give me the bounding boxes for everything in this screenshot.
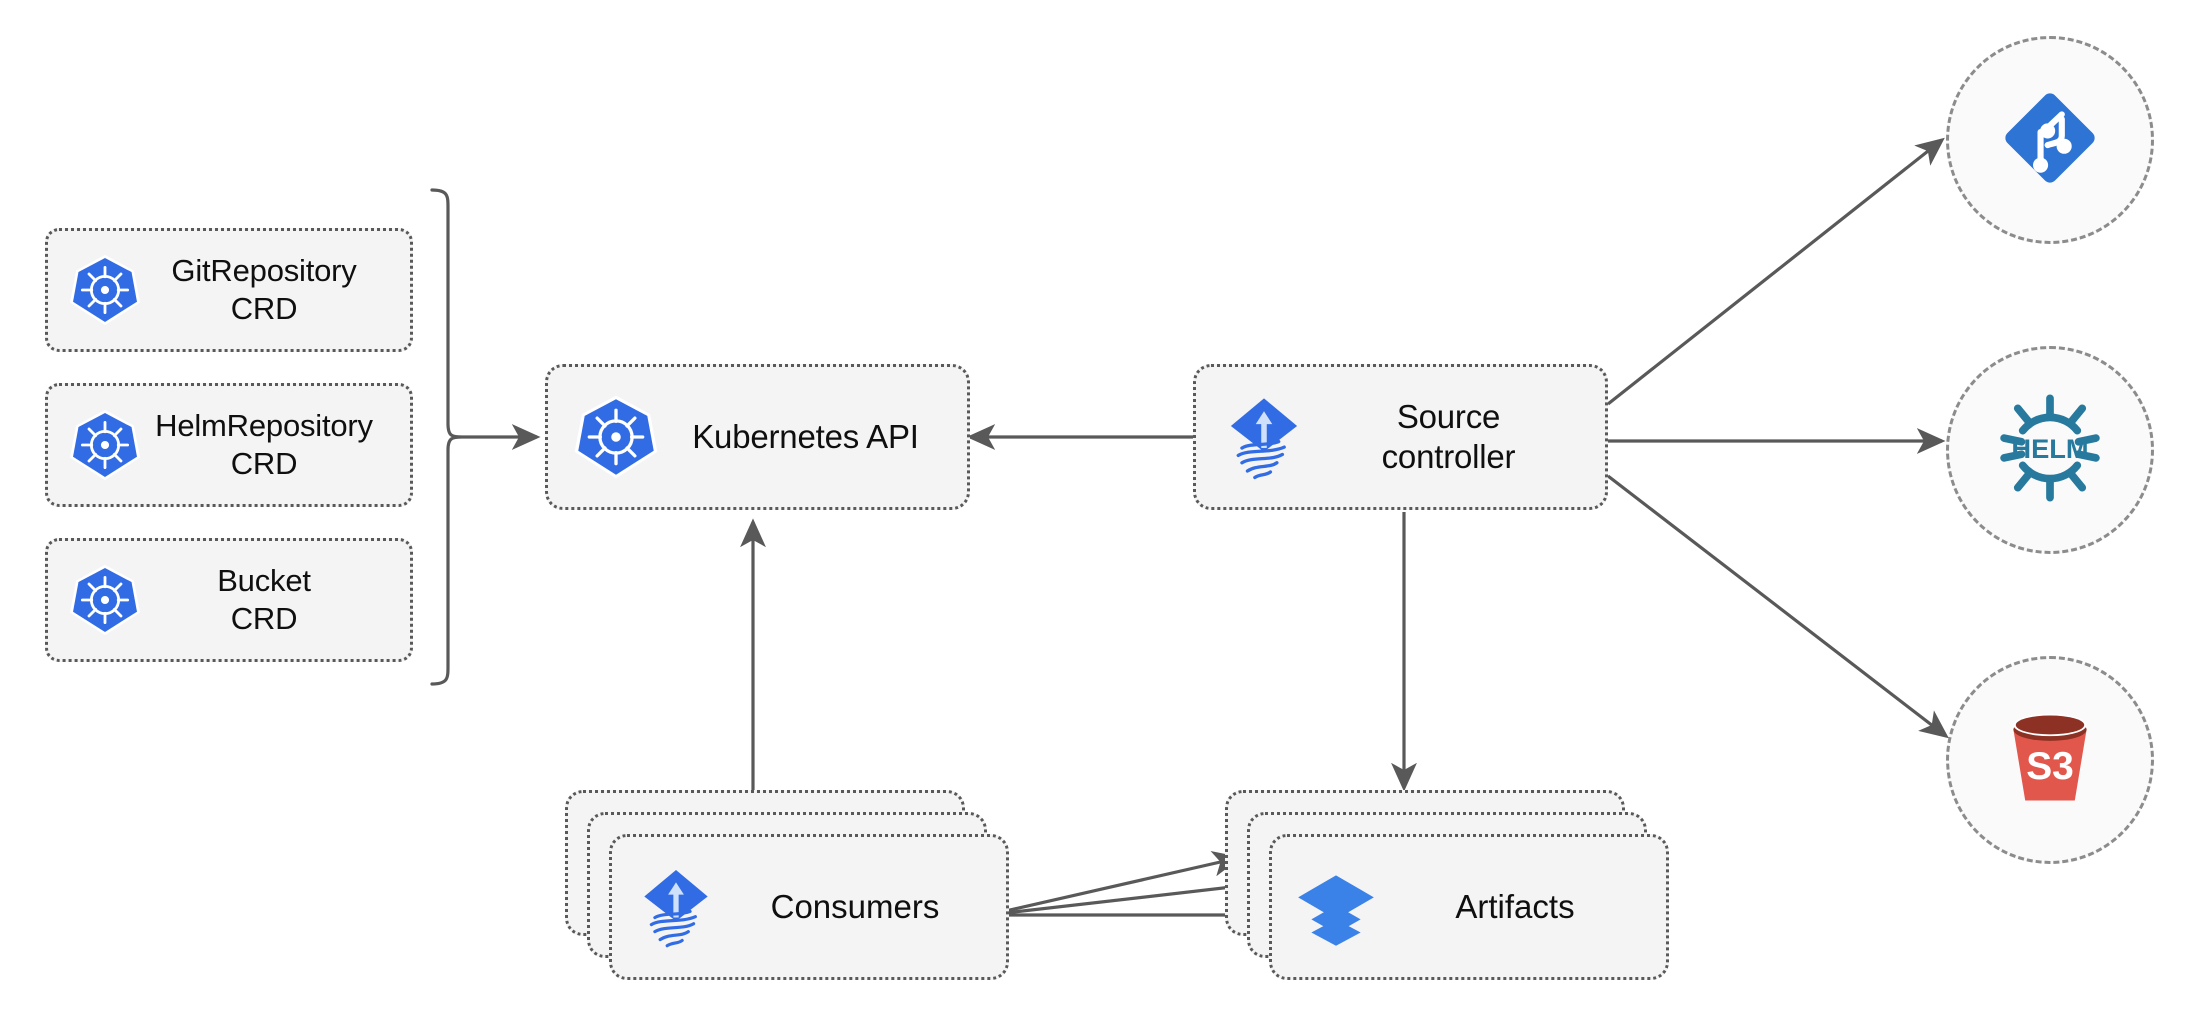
helm-icon: HELM <box>1988 386 2112 515</box>
source-circle-git[interactable] <box>1946 36 2154 244</box>
node-consumers[interactable]: Consumers <box>565 790 1033 1002</box>
node-kubernetes-api[interactable]: Kubernetes API <box>545 364 970 510</box>
kubernetes-icon <box>66 561 144 639</box>
s3-wordmark: S3 <box>2026 745 2074 788</box>
crd-label: Bucket CRD <box>217 563 311 636</box>
crd-label: GitRepository CRD <box>171 253 357 326</box>
source-circle-s3[interactable]: S3 <box>1946 656 2154 864</box>
kubernetes-icon <box>66 251 144 329</box>
flux-icon <box>1218 391 1310 483</box>
consumers-stack-sheet-front[interactable]: Consumers <box>609 834 1009 980</box>
node-label: Source controller <box>1381 397 1516 475</box>
node-label: Consumers <box>770 888 940 925</box>
node-label: Artifacts <box>1455 888 1575 925</box>
crd-label: HelmRepository CRD <box>155 408 373 481</box>
s3-bucket-icon: S3 <box>1991 699 2109 822</box>
edge-source-controller-to-s3 <box>1607 474 1949 739</box>
node-source-controller[interactable]: Source controller <box>1193 364 1608 510</box>
git-icon <box>1991 79 2109 202</box>
artifacts-stack-sheet-front[interactable]: Artifacts <box>1269 834 1669 980</box>
crd-box-bucket[interactable]: Bucket CRD <box>45 538 413 662</box>
crd-box-helmrepository[interactable]: HelmRepository CRD <box>45 383 413 507</box>
node-label: Kubernetes API <box>692 417 919 455</box>
layers-icon <box>1292 863 1380 951</box>
kubernetes-icon <box>570 391 662 483</box>
crd-group-brace <box>430 188 463 686</box>
flux-icon <box>632 863 720 951</box>
node-artifacts[interactable]: Artifacts <box>1225 790 1693 1002</box>
helm-wordmark: HELM <box>2011 432 2088 463</box>
source-circle-helm[interactable]: HELM <box>1946 346 2154 554</box>
kubernetes-icon <box>66 406 144 484</box>
crd-box-gitrepository[interactable]: GitRepository CRD <box>45 228 413 352</box>
edge-source-controller-to-git <box>1607 137 1945 406</box>
